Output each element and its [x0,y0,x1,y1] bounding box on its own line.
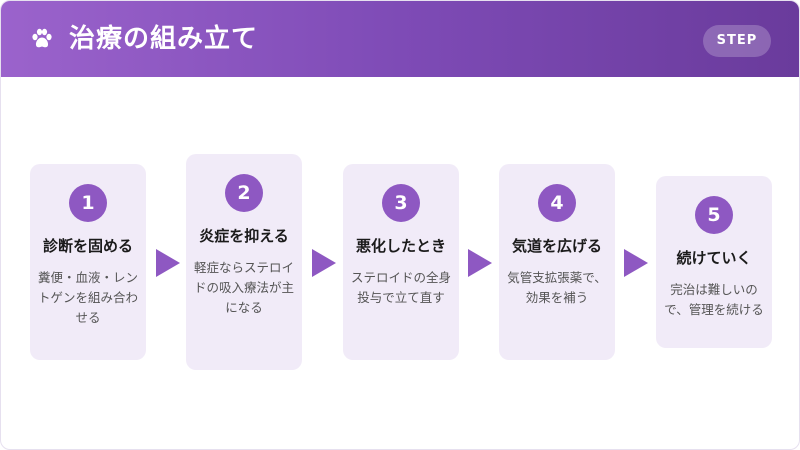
steps-row: 1 診断を固める 糞便・血液・レントゲンを組み合わせる 2 炎症を抑える 軽症な… [1,77,799,449]
step-title: 炎症を抑える [199,227,289,245]
page-title: 治療の組み立て [69,24,259,54]
step-card-4: 4 気道を広げる 気管支拡張薬で、効果を補う [499,164,615,360]
step-number: 2 [225,174,263,212]
arrow-right-icon [468,249,492,277]
header-bar: 治療の組み立て STEP [1,1,799,77]
step-number: 3 [382,184,420,222]
step-description: 糞便・血液・レントゲンを組み合わせる [37,270,138,325]
step-description: 軽症ならステロイドの吸入療法が主になる [193,260,294,315]
step-title: 診断を固める [42,237,133,255]
step-badge: STEP [703,25,771,57]
step-description: 気管支拡張薬で、効果を補う [507,270,607,305]
step-number: 5 [695,196,733,234]
step-card-1: 1 診断を固める 糞便・血液・レントゲンを組み合わせる [30,164,146,360]
arrow-right-icon [624,249,648,277]
step-card-5: 5 続けていく 完治は難しいので、管理を続ける [656,176,772,348]
step-number: 1 [69,184,107,222]
step-title: 気道を広げる [511,237,602,255]
paw-icon [32,28,52,48]
step-card-3: 3 悪化したとき ステロイドの全身投与で立て直す [343,164,459,360]
step-description: 完治は難しいので、管理を続ける [664,282,764,317]
step-number: 4 [538,184,576,222]
step-card-2: 2 炎症を抑える 軽症ならステロイドの吸入療法が主になる [186,154,302,370]
step-title: 悪化したとき [355,237,446,255]
step-title: 続けていく [676,249,752,267]
arrow-right-icon [312,249,336,277]
arrow-right-icon [156,249,180,277]
step-description: ステロイドの全身投与で立て直す [350,270,451,305]
